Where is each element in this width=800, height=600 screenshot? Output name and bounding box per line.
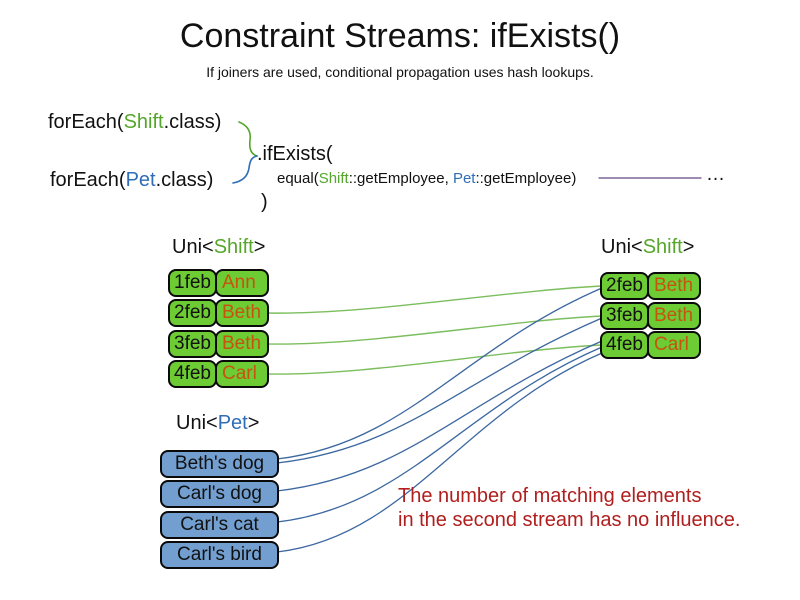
label-text: >	[682, 236, 695, 258]
shift-type-token: Shift	[213, 236, 254, 258]
code-text: forEach(	[48, 111, 124, 133]
pet-stream-label: Uni<Pet>	[176, 412, 259, 435]
shift-class-token: Shift	[318, 170, 349, 187]
code-text: .class)	[155, 169, 214, 191]
code-text: forEach(	[50, 169, 126, 191]
right-shift-stream-label: Uni<Shift>	[601, 236, 694, 259]
page-title: Constraint Streams: ifExists()	[179, 17, 621, 55]
label-text: Uni<	[172, 236, 214, 258]
annotation-line-1: The number of matching elements	[398, 485, 702, 507]
label-text: Uni<	[176, 412, 218, 434]
label-text: Uni<	[601, 236, 643, 258]
code-foreach-pet: forEach(Pet.class)	[50, 169, 213, 192]
code-text: ::getEmployee)	[475, 170, 577, 187]
left-shift-stream-label: Uni<Shift>	[172, 236, 265, 259]
code-equal-joiner: equal(Shift::getEmployee, Pet::getEmploy…	[277, 170, 576, 187]
code-close-paren: )	[261, 191, 268, 213]
label-text: >	[247, 412, 260, 434]
label-text: >	[253, 236, 266, 258]
code-foreach-shift: forEach(Shift.class)	[48, 111, 221, 134]
code-continuation-ellipsis: …	[706, 164, 726, 185]
shift-class-token: Shift	[123, 111, 164, 133]
pet-type-token: Pet	[217, 412, 248, 434]
shift-type-token: Shift	[642, 236, 683, 258]
pet-class-token: Pet	[452, 170, 476, 187]
code-if-exists: .ifExists(	[257, 143, 333, 165]
pet-class-token: Pet	[125, 169, 156, 191]
code-text: equal(	[277, 170, 319, 187]
slide-subtitle: If joiners are used, conditional propaga…	[206, 64, 594, 80]
code-text: .class)	[163, 111, 222, 133]
code-text: ::getEmployee,	[348, 170, 453, 187]
annotation-line-2: in the second stream has no influence.	[398, 509, 741, 531]
